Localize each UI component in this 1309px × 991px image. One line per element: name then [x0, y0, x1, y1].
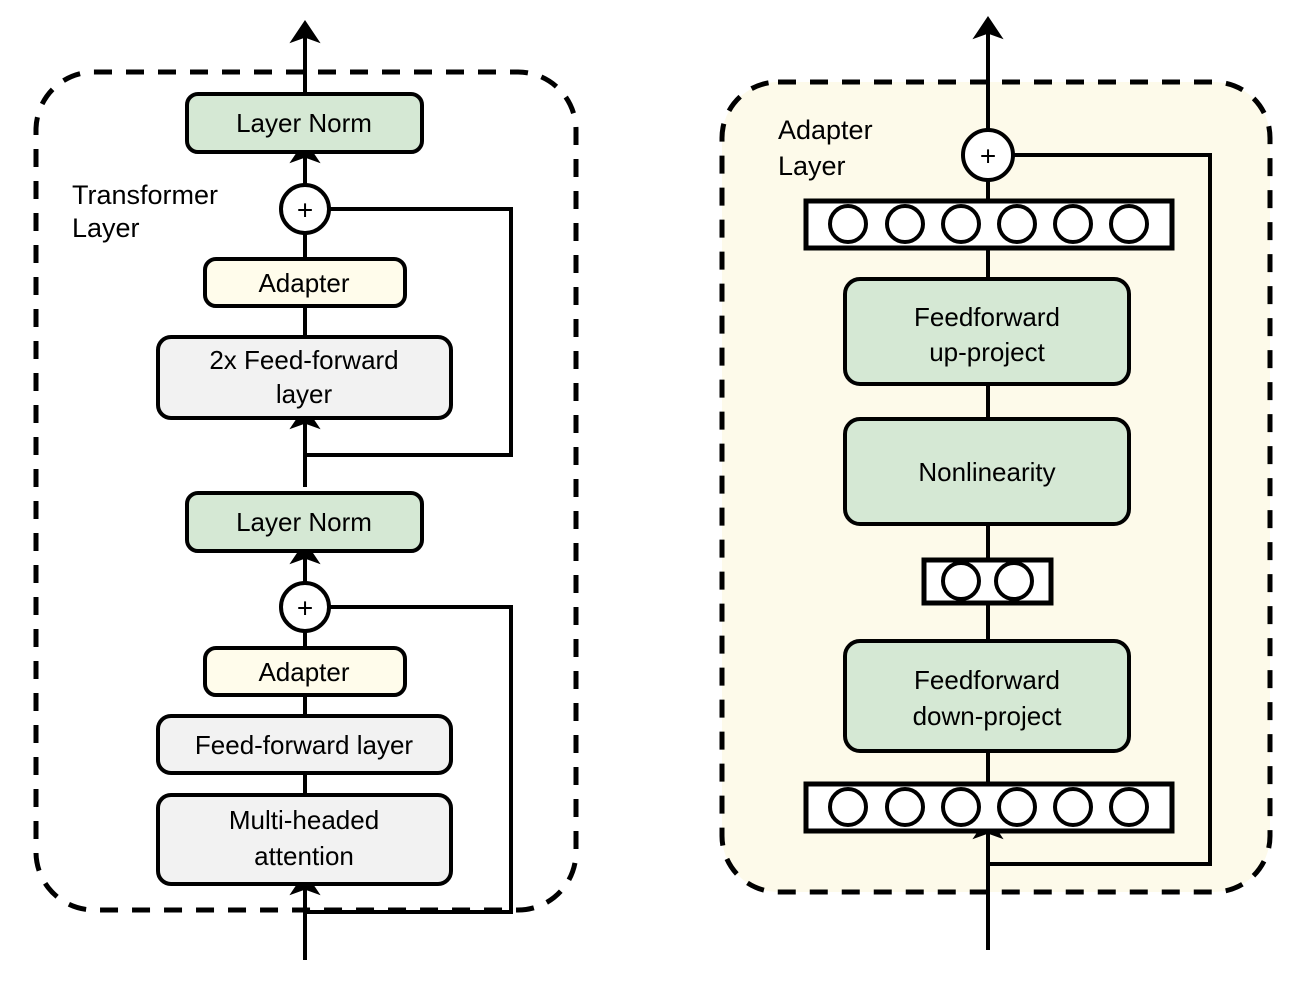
adapter-add-node-circle[interactable]	[961, 128, 1015, 182]
add-node-bottom-symbol: +	[297, 593, 313, 624]
block-layer-norm-bottom-shape[interactable]	[185, 491, 424, 553]
adapter-connectors	[972, 16, 1212, 950]
neuron	[997, 204, 1037, 244]
block-nonlinearity-label: Nonlinearity	[918, 457, 1055, 487]
neuron-row-bottleneck[interactable]	[921, 557, 1054, 606]
block-feed-forward-layer[interactable]: Feed-forward layer	[156, 714, 453, 775]
neuron	[941, 204, 981, 244]
neuron-row-bottom[interactable]	[803, 781, 1175, 834]
neuron	[1053, 204, 1093, 244]
adapter-layer-panel: Adapter Layer	[719, 16, 1273, 950]
transformer-panel-title-line2: Layer	[72, 213, 140, 243]
block-feedforward-down-project-shape[interactable]	[843, 639, 1131, 753]
add-node-top-symbol: +	[297, 195, 313, 226]
block-multi-headed-attention[interactable]: Multi-headed attention	[156, 793, 453, 886]
transformer-panel-title-line1: Transformer	[72, 180, 218, 210]
block-layer-norm-top-label: Layer Norm	[236, 108, 372, 138]
add-node-top-circle[interactable]	[279, 183, 331, 235]
block-feedforward-up-project-label-line2: up-project	[929, 337, 1045, 367]
transformer-layer-panel: Transformer Layer	[33, 20, 579, 960]
neuron	[828, 204, 868, 244]
neuron	[1109, 204, 1149, 244]
block-nonlinearity-shape[interactable]	[843, 417, 1131, 526]
neuron	[994, 561, 1034, 601]
add-node-top[interactable]: +	[279, 183, 331, 235]
adapter-panel-title-line2: Layer	[778, 151, 846, 181]
block-adapter-top[interactable]: Adapter	[203, 257, 407, 308]
block-adapter-bottom-label: Adapter	[258, 657, 349, 687]
neuron	[1109, 787, 1149, 827]
neuron	[941, 561, 981, 601]
block-feed-forward-2x-shape[interactable]	[156, 335, 453, 420]
neuron	[997, 787, 1037, 827]
block-feedforward-down-project-label-line2: down-project	[913, 701, 1063, 731]
neuron-row-top[interactable]	[803, 198, 1175, 251]
adapter-residual-skip	[988, 153, 1212, 866]
add-node-bottom[interactable]: +	[279, 581, 331, 633]
neuron	[885, 204, 925, 244]
neuron	[941, 787, 981, 827]
block-adapter-bottom-shape[interactable]	[203, 646, 407, 697]
block-adapter-bottom[interactable]: Adapter	[203, 646, 407, 697]
block-layer-norm-bottom[interactable]: Layer Norm	[185, 491, 424, 553]
block-feedforward-up-project[interactable]: Feedforward up-project	[843, 277, 1131, 386]
block-layer-norm-top[interactable]: Layer Norm	[185, 92, 424, 154]
residual-skip-upper	[305, 207, 513, 457]
block-feed-forward-2x-label-line2: layer	[276, 379, 333, 409]
block-feed-forward-2x-label-line1: 2x Feed-forward	[209, 345, 398, 375]
block-feedforward-up-project-shape[interactable]	[843, 277, 1131, 386]
block-layer-norm-top-shape[interactable]	[185, 92, 424, 154]
block-layer-norm-bottom-label: Layer Norm	[236, 507, 372, 537]
block-feedforward-down-project[interactable]: Feedforward down-project	[843, 639, 1131, 753]
residual-skip-lower	[305, 605, 513, 914]
adapter-panel-dashed-border	[719, 79, 1273, 895]
adapter-add-node[interactable]: +	[961, 128, 1015, 182]
block-feed-forward-2x[interactable]: 2x Feed-forward layer	[156, 335, 453, 420]
block-multi-headed-attention-label-line1: Multi-headed	[229, 805, 379, 835]
neuron	[1053, 787, 1093, 827]
block-adapter-top-shape[interactable]	[203, 257, 407, 308]
block-feed-forward-layer-label: Feed-forward layer	[195, 730, 414, 760]
block-feedforward-up-project-label-line1: Feedforward	[914, 302, 1060, 332]
block-multi-headed-attention-label-line2: attention	[254, 841, 354, 871]
adapter-panel-title-line1: Adapter	[778, 115, 873, 145]
neuron	[885, 787, 925, 827]
block-feed-forward-layer-shape[interactable]	[156, 714, 453, 775]
neuron	[828, 787, 868, 827]
block-adapter-top-label: Adapter	[258, 268, 349, 298]
block-multi-headed-attention-shape[interactable]	[156, 793, 453, 886]
adapter-add-node-symbol: +	[980, 141, 996, 172]
add-node-bottom-circle[interactable]	[279, 581, 331, 633]
block-feedforward-down-project-label-line1: Feedforward	[914, 665, 1060, 695]
block-nonlinearity[interactable]: Nonlinearity	[843, 417, 1131, 526]
